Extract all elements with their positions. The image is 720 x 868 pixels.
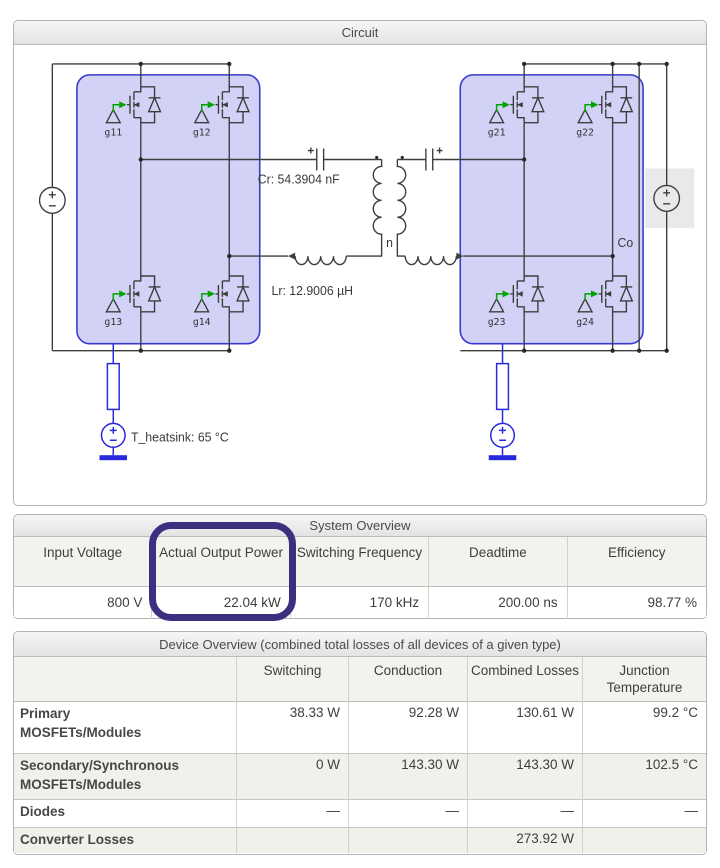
primary-bridge-highlight[interactable] (76, 74, 261, 345)
header-blank (14, 657, 237, 702)
cell-junction: 99.2 °C (583, 702, 706, 754)
table-row-diodes: Diodes — — — — (14, 800, 706, 828)
cell-junction: — (583, 800, 706, 828)
thermal-network-primary[interactable] (99, 343, 128, 461)
cell-switching: 38.33 W (237, 702, 349, 754)
circuit-panel-title: Circuit (14, 21, 706, 45)
circuit-canvas[interactable]: Cr: 54.3904 nF Lr: 12.9006 µH n Co T_hea… (14, 45, 706, 505)
gate-label-g11: g11 (104, 128, 122, 139)
transformer[interactable] (346, 155, 407, 257)
value-input-voltage: 800 V (14, 587, 153, 617)
gate-label-g12: g12 (193, 128, 211, 139)
t-heatsink-label: T_heatsink: 65 °C (131, 430, 229, 444)
header-conduction: Conduction (349, 657, 468, 702)
capacitor-cr[interactable] (307, 147, 325, 171)
system-overview-title-text: System Overview (309, 518, 411, 533)
row-label: Primary MOSFETs/Modules (14, 702, 237, 754)
secondary-wiring (397, 63, 668, 352)
cell-conduction: 143.30 W (349, 754, 468, 800)
device-overview-header-row: Switching Conduction Combined Losses Jun… (14, 657, 706, 702)
header-combined-losses: Combined Losses (468, 657, 583, 702)
cell-conduction: — (349, 800, 468, 828)
cell-junction: 102.5 °C (583, 754, 706, 800)
selection-highlight (645, 168, 695, 229)
circuit-title-text: Circuit (341, 25, 379, 40)
device-overview-title-text: Device Overview (combined total losses o… (159, 636, 561, 652)
cell-combined: 130.61 W (468, 702, 583, 754)
cell-conduction (349, 828, 468, 853)
system-overview-header-row: Input Voltage Actual Output Power Switch… (14, 537, 706, 587)
cell-switching: — (237, 800, 349, 828)
system-overview-value-row: 800 V 22.04 kW 170 kHz 200.00 ns 98.77 % (14, 587, 706, 617)
cell-combined: 143.30 W (468, 754, 583, 800)
gate-label-g22: g22 (576, 128, 594, 139)
co-label: Co (618, 236, 634, 250)
row-label: Diodes (14, 800, 237, 828)
header-deadtime: Deadtime (429, 537, 568, 587)
header-switching: Switching (237, 657, 349, 702)
cell-switching (237, 828, 349, 853)
header-actual-output-power: Actual Output Power (152, 537, 291, 587)
table-row-primary-mosfets: Primary MOSFETs/Modules 38.33 W 92.28 W … (14, 702, 706, 754)
thermal-network-secondary[interactable] (488, 343, 517, 461)
table-row-secondary-mosfets: Secondary/Synchronous MOSFETs/Modules 0 … (14, 754, 706, 800)
cell-combined: 273.92 W (468, 828, 583, 853)
system-overview-title: System Overview (14, 515, 706, 537)
gate-label-g21: g21 (488, 128, 506, 139)
gate-label-g13: g13 (104, 317, 122, 328)
gate-label-g23: g23 (488, 317, 506, 328)
header-switching-frequency: Switching Frequency (290, 537, 430, 587)
cr-label: Cr: 54.3904 nF (258, 172, 340, 186)
value-deadtime: 200.00 ns (429, 587, 568, 617)
inductor-lr[interactable] (288, 252, 347, 266)
cell-switching: 0 W (237, 754, 349, 800)
gate-label-g24: g24 (576, 317, 594, 328)
device-overview-title: Device Overview (combined total losses o… (14, 632, 706, 657)
turns-ratio-label: n (386, 236, 393, 250)
system-overview-panel: System Overview Input Voltage Actual Out… (13, 514, 707, 619)
value-efficiency: 98.77 % (567, 587, 706, 617)
junction-dots (138, 61, 669, 353)
gate-label-g14: g14 (193, 317, 211, 328)
secondary-bridge-highlight[interactable] (459, 74, 644, 345)
lr-label: Lr: 12.9006 µH (272, 284, 353, 298)
row-label: Secondary/Synchronous MOSFETs/Modules (14, 754, 237, 800)
circuit-schematic[interactable]: Cr: 54.3904 nF Lr: 12.9006 µH n Co T_hea… (14, 45, 706, 505)
circuit-panel: Circuit (13, 20, 707, 506)
device-overview-panel: Device Overview (combined total losses o… (13, 631, 707, 855)
header-efficiency: Efficiency (567, 537, 706, 587)
value-actual-output-power: 22.04 kW (152, 587, 291, 617)
capacitor-secondary[interactable] (425, 147, 443, 171)
inductor-secondary[interactable] (404, 252, 464, 266)
value-switching-frequency: 170 kHz (290, 587, 430, 617)
cell-combined: — (468, 800, 583, 828)
header-junction-temperature: Junction Temperature (583, 657, 706, 702)
row-label: Converter Losses (14, 828, 237, 853)
header-input-voltage: Input Voltage (14, 537, 153, 587)
cell-junction (583, 828, 706, 853)
input-voltage-source[interactable] (38, 186, 66, 214)
cell-conduction: 92.28 W (349, 702, 468, 754)
table-row-converter-losses: Converter Losses 273.92 W (14, 828, 706, 853)
